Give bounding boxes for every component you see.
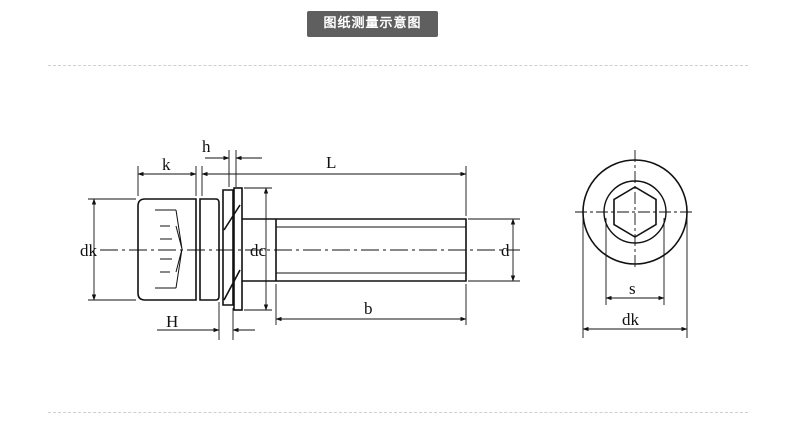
spring-washer [222, 189, 241, 306]
head-socket [155, 209, 183, 289]
side-view [137, 187, 467, 311]
side-dimensions [88, 150, 520, 340]
thread-lines [276, 226, 466, 274]
label-b: b [364, 299, 373, 318]
label-d: d [501, 241, 510, 260]
end-view [575, 150, 695, 338]
label-h: h [202, 137, 211, 156]
label-s: s [629, 279, 636, 298]
label-dk-side: dk [80, 241, 98, 260]
label-H: H [166, 312, 178, 331]
bottom-separator [48, 412, 748, 413]
title-badge: 图纸测量示意图 [307, 11, 438, 37]
label-dc: dc [250, 241, 267, 260]
top-separator [48, 65, 748, 66]
label-L: L [326, 153, 336, 172]
spring-washer-outer [233, 187, 243, 311]
label-k: k [162, 155, 171, 174]
label-dk-end: dk [622, 310, 640, 329]
screw-head [137, 198, 197, 301]
flat-washer [199, 198, 220, 301]
